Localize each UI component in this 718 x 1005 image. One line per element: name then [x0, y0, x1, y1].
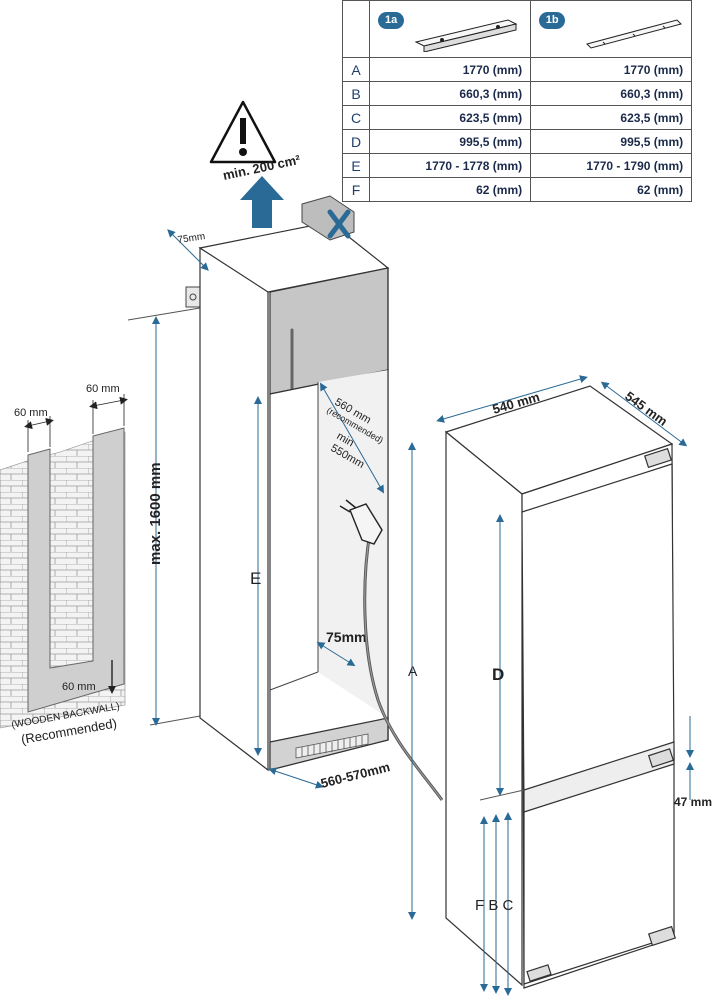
table-header-variant-1a: 1a — [369, 0, 532, 58]
fridge-height-label-a: A — [408, 663, 418, 679]
row-value-1b: 62 (mm) — [530, 177, 693, 202]
backwall-right-gap: 60 mm — [86, 383, 120, 395]
max-height-label: max. 1600 mm — [147, 462, 164, 565]
row-label: E — [341, 153, 371, 178]
dimension-table: 1a 1b A 1770 (mm) 1770 (mm) — [341, 0, 693, 202]
variant-badge: 1b — [539, 12, 566, 29]
row-value-1b: 1770 - 1790 (mm) — [530, 153, 693, 178]
lower-dimensions-label-fbc: F B C — [475, 897, 514, 914]
row-value-1b: 660,3 (mm) — [530, 81, 693, 106]
wall-socket-icon — [185, 286, 201, 308]
power-plug-icon — [339, 499, 444, 801]
warning-icon — [209, 100, 277, 164]
niche-width-dimension — [268, 767, 324, 789]
row-label: A — [341, 57, 371, 82]
row-value-1b: 995,5 (mm) — [530, 129, 693, 154]
table-header-variant-1b: 1b — [530, 0, 693, 58]
upper-door-label-d: D — [492, 665, 504, 684]
backwall-left-gap: 60 mm — [14, 407, 48, 419]
row-value-1a: 1770 (mm) — [369, 57, 532, 82]
row-value-1a: 623,5 (mm) — [369, 105, 532, 130]
mounting-bracket-1a-icon — [414, 19, 518, 52]
niche-width-label: 560-570mm — [319, 759, 391, 791]
table-row: F 62 (mm) 62 (mm) — [341, 177, 693, 202]
door-gap-label: 47 mm — [674, 795, 712, 809]
table-row: E 1770 - 1778 (mm) 1770 - 1790 (mm) — [341, 153, 693, 178]
max-height-dimension — [127, 307, 201, 726]
upper-door-dimension-d — [479, 514, 525, 801]
row-value-1a: 62 (mm) — [369, 177, 532, 202]
airflow-arrow-icon — [240, 176, 284, 228]
row-value-1a: 1770 - 1778 (mm) — [369, 153, 532, 178]
wooden-backwall — [27, 427, 125, 713]
row-value-1a: 995,5 (mm) — [369, 129, 532, 154]
row-value-1b: 623,5 (mm) — [530, 105, 693, 130]
table-row: C 623,5 (mm) 623,5 (mm) — [341, 105, 693, 130]
table-row: A 1770 (mm) 1770 (mm) — [341, 57, 693, 82]
top-clearance-label: 75mm — [177, 231, 206, 246]
vent-gap-dimension — [316, 641, 356, 667]
fridge-width-dimension — [436, 375, 688, 447]
top-clearance-dimension — [167, 229, 209, 271]
row-label: F — [341, 177, 371, 202]
table-row: B 660,3 (mm) 660,3 (mm) — [341, 81, 693, 106]
table-header-row: 1a 1b — [341, 0, 693, 58]
row-label: C — [341, 105, 371, 130]
lower-dimensions-fbc — [480, 812, 512, 996]
niche-depth-dimension — [320, 382, 384, 494]
variant-badge: 1a — [378, 12, 405, 29]
table-header-blank — [341, 0, 371, 58]
row-label: B — [341, 81, 371, 106]
row-value-1b: 1770 (mm) — [530, 57, 693, 82]
backwall-dimension-lines — [24, 394, 128, 694]
row-label: D — [341, 129, 371, 154]
niche-height-label-e: E — [250, 569, 261, 588]
blocked-vent — [301, 195, 355, 241]
backwall-bottom-gap: 60 mm — [62, 681, 96, 693]
row-value-1a: 660,3 (mm) — [369, 81, 532, 106]
mounting-bracket-1b-icon — [586, 19, 683, 49]
cabinet — [198, 221, 390, 772]
ventilation-grille — [295, 733, 369, 759]
table-row: D 995,5 (mm) 995,5 (mm) — [341, 129, 693, 154]
vent-gap-label: 75mm — [326, 629, 366, 645]
